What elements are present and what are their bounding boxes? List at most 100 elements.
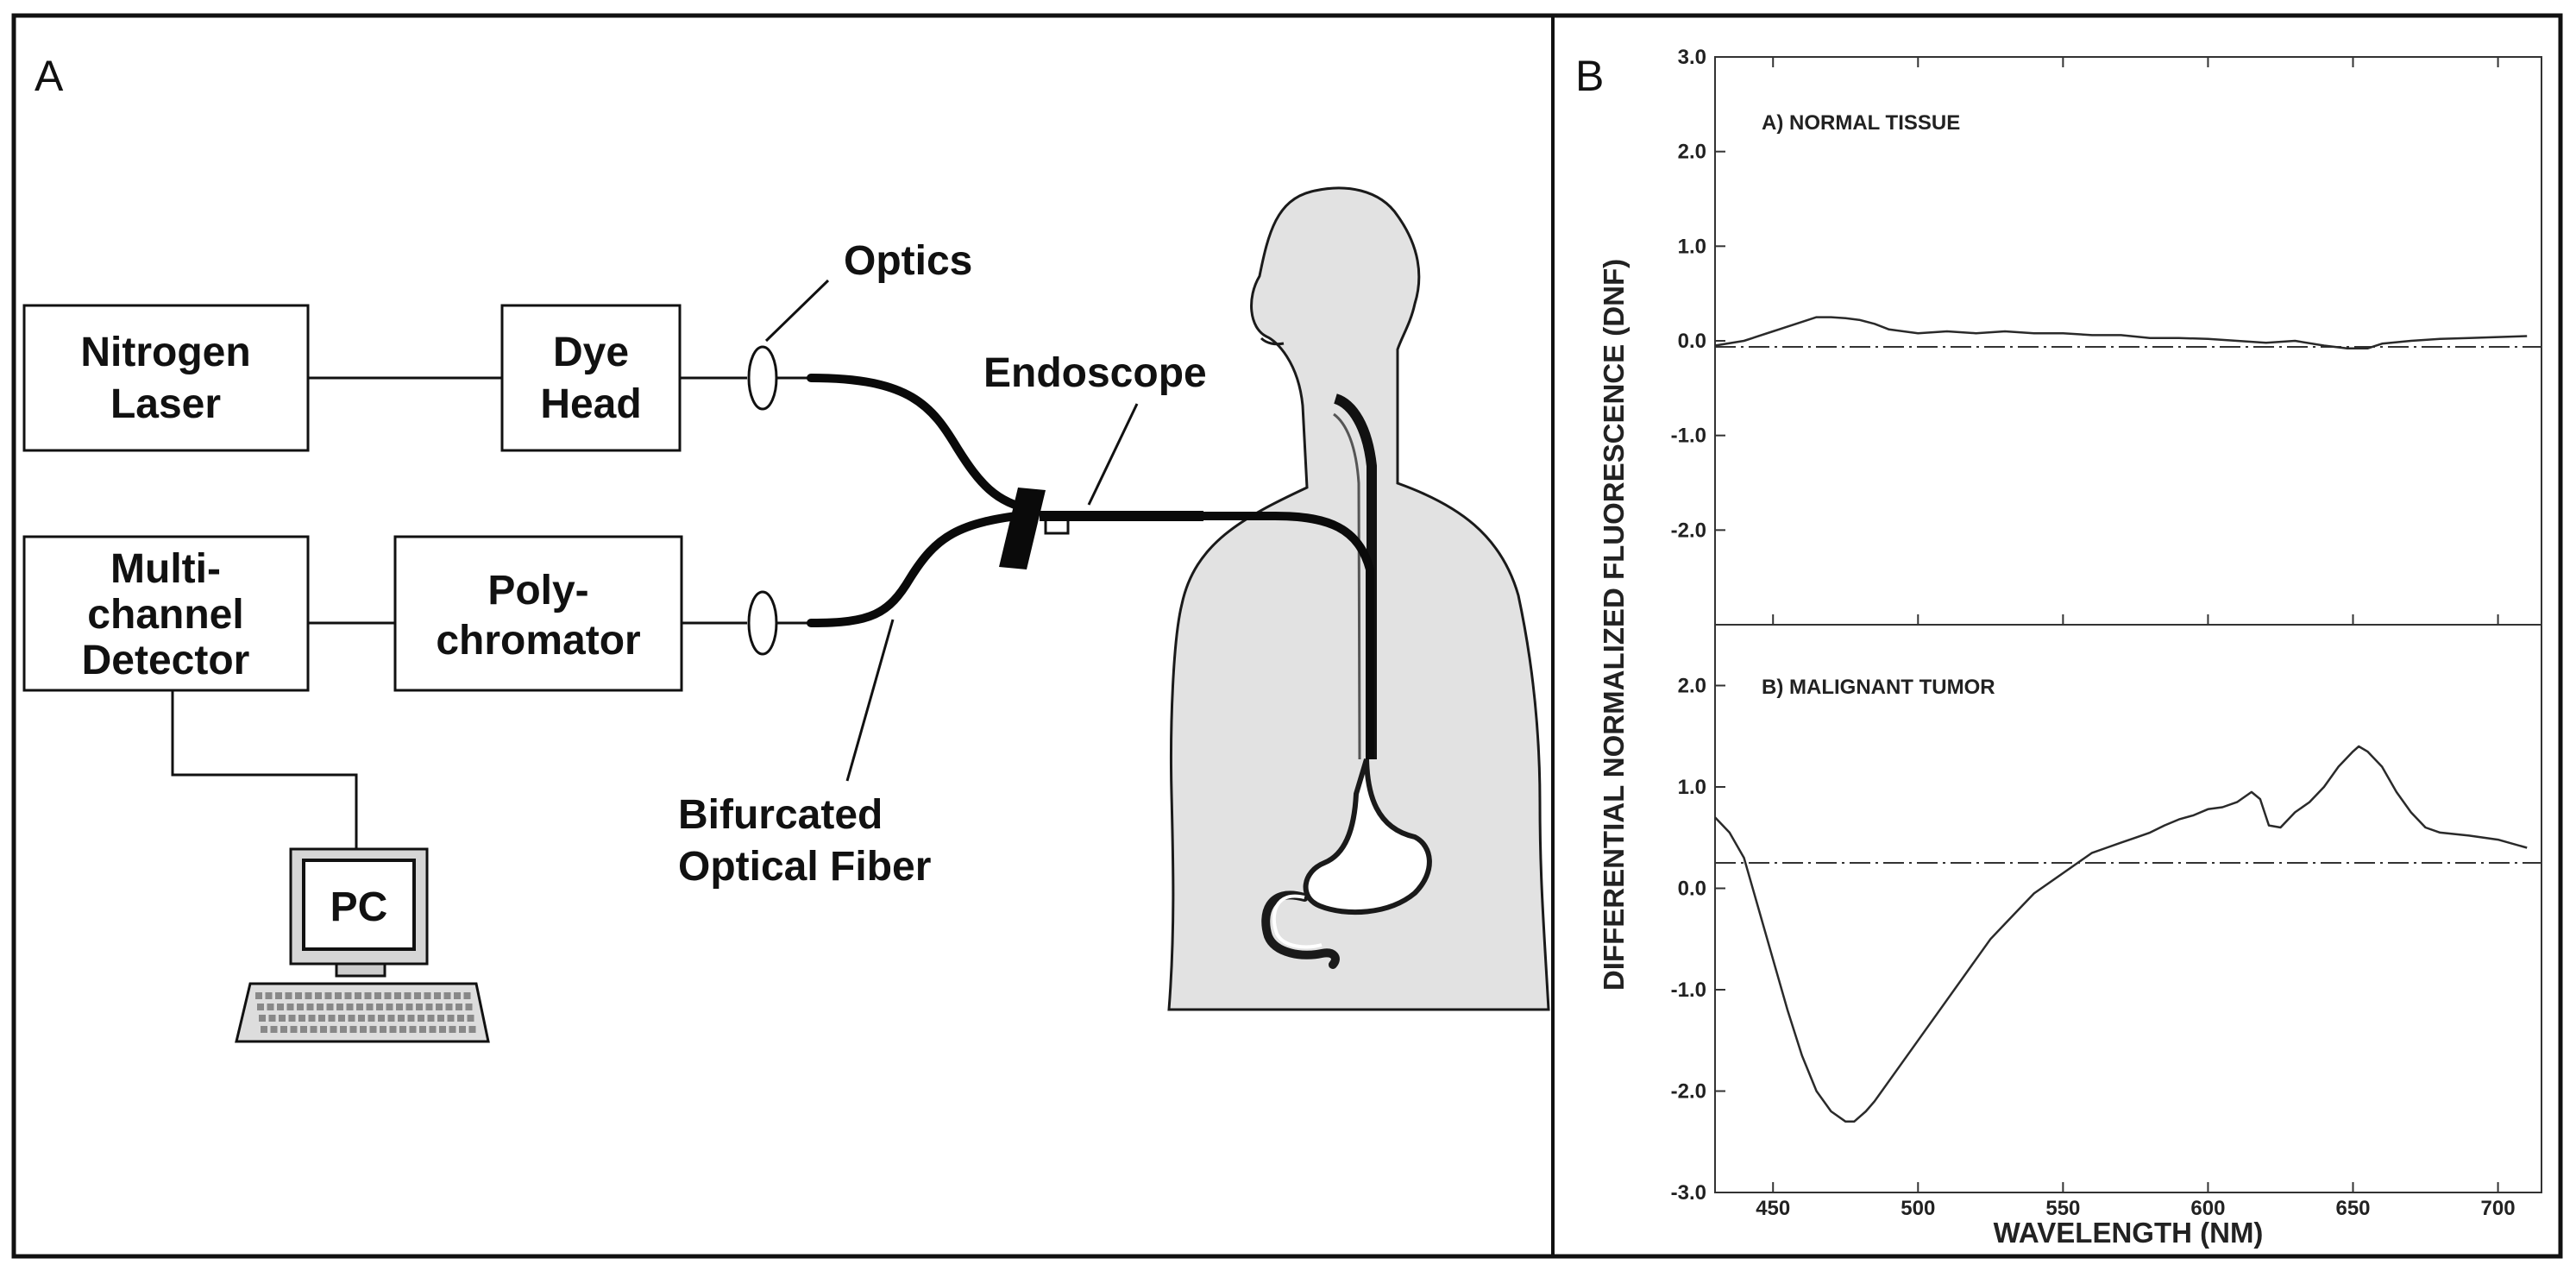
subplot-label-tumor: B) MALIGNANT TUMOR [1762, 676, 1995, 699]
keyboard-key [407, 1015, 415, 1022]
y-tick-label-normal: -1.0 [1671, 425, 1706, 448]
spectrum-malignant-tumor [1714, 745, 2528, 1123]
keyboard-key [257, 1004, 264, 1010]
keyboard-key [378, 1015, 385, 1022]
keyboard-key [340, 1026, 347, 1033]
y-axis-title: DIFFERENTIAL NORMALIZED FLUORESCENCE (DN… [1598, 259, 1630, 991]
wire-detector-pc [171, 690, 358, 849]
keyboard-key [261, 1026, 267, 1033]
endoscope-leader [1087, 403, 1139, 506]
keyboard-key [348, 1015, 355, 1022]
keyboard-key [445, 1004, 453, 1010]
keyboard-key [355, 992, 361, 999]
fiber-label-line2: Optical Fiber [678, 844, 931, 890]
keyboard-key [288, 1015, 296, 1022]
keyboard-key [463, 992, 471, 999]
keyboard-key [290, 1026, 298, 1033]
dye-head-label-line1: Dye [553, 330, 629, 375]
optics-label: Optics [844, 238, 972, 284]
fiber-label-line1: Bifurcated [678, 792, 883, 838]
fiber-lower-branch [807, 510, 1035, 627]
duodenum [1261, 890, 1340, 969]
keyboard-key [255, 992, 262, 999]
keyboard-key [394, 992, 401, 999]
pc-computer: PC [235, 847, 490, 1043]
keyboard-key [344, 992, 352, 999]
keyboard-key [259, 1015, 266, 1022]
keyboard-key [267, 1004, 274, 1010]
keyboard-key [419, 1026, 426, 1033]
keyboard-key [384, 992, 392, 999]
keyboard-key [414, 992, 421, 999]
optics-leader [764, 279, 830, 343]
keyboard-key [330, 1026, 337, 1033]
keyboard-key [387, 1015, 395, 1022]
esophagus [1333, 393, 1377, 759]
keyboard-key [396, 1004, 403, 1010]
y-tick-label-tumor: -1.0 [1671, 978, 1706, 1002]
endoscope-handle [999, 488, 1046, 569]
y-tick-label-tumor: 1.0 [1678, 776, 1706, 799]
fiber-upper-branch [807, 374, 1035, 513]
keyboard-key [399, 1026, 406, 1033]
y-tick-label-tumor: 0.0 [1678, 878, 1706, 901]
keyboard-key [364, 992, 372, 999]
detector-box: Multi- channel Detector [22, 535, 310, 692]
detector-label-line2: channel [87, 592, 243, 638]
keyboard-key [306, 1004, 314, 1010]
x-tick-label: 650 [2335, 1197, 2370, 1220]
keyboard-key [459, 1026, 466, 1033]
plot-frame-bottom [1714, 624, 2542, 1193]
x-tick-label: 500 [1901, 1197, 1935, 1220]
y-tick-label-normal: 2.0 [1678, 141, 1706, 164]
keyboard-key [449, 1026, 456, 1033]
keyboard-key [389, 1026, 397, 1033]
x-tick-label: 550 [2045, 1197, 2080, 1220]
keyboard-key [297, 1004, 304, 1010]
keyboard-key [324, 992, 332, 999]
keyboard-key [349, 1026, 357, 1033]
keyboard-key [398, 1015, 405, 1022]
x-tick-label: 600 [2190, 1197, 2225, 1220]
keyboard-key [465, 1004, 473, 1010]
fiber-leader [845, 619, 895, 782]
spectrum-normal-tissue [1714, 316, 2528, 350]
pc-label: PC [330, 884, 388, 930]
keyboard-key [405, 1004, 413, 1010]
panel-b: B A) NORMAL TISSUE B) MALIGNANT TUMOR DI… [1575, 46, 2542, 1249]
nitrogen-laser-box: Nitrogen Laser [22, 304, 310, 452]
keyboard-key [366, 1004, 374, 1010]
keyboard-key [409, 1026, 417, 1033]
keyboard-key [374, 992, 381, 999]
y-tick-label-normal: -2.0 [1671, 519, 1706, 542]
keyboard-key [369, 1026, 377, 1033]
keyboard-key [454, 992, 461, 999]
keyboard-key [386, 1004, 393, 1010]
keyboard-key [295, 992, 302, 999]
keyboard-key [468, 1026, 476, 1033]
y-tick-label-tumor: 2.0 [1678, 675, 1706, 698]
y-tick-label-normal: 3.0 [1678, 46, 1706, 69]
keyboard-key [418, 1015, 424, 1022]
keyboard-key [300, 1026, 307, 1033]
keyboard-key [368, 1015, 375, 1022]
keyboard-key [439, 1026, 446, 1033]
polychromator-label-line1: Poly- [487, 568, 588, 613]
optics-lens-upper [747, 345, 778, 411]
y-tick-label-tumor: -2.0 [1671, 1080, 1706, 1104]
keyboard-key [443, 992, 451, 999]
keyboard-key [427, 1015, 435, 1022]
x-axis-title: WAVELENGTH (NM) [1994, 1217, 2264, 1249]
y-tick-label-tumor: -3.0 [1671, 1181, 1706, 1205]
keyboard-key [275, 992, 282, 999]
keyboard-key [456, 1004, 462, 1010]
keyboard-key [268, 1015, 276, 1022]
y-tick-label-normal: 1.0 [1678, 235, 1706, 258]
keyboard-key [356, 1004, 363, 1010]
keyboard-key [467, 1015, 474, 1022]
panel-a-label: A [35, 52, 64, 100]
panel-a: A Nitrogen Laser Dye Head Multi- channel… [22, 52, 1550, 1043]
keyboard-key [280, 1026, 287, 1033]
keyboard-key [436, 1004, 443, 1010]
